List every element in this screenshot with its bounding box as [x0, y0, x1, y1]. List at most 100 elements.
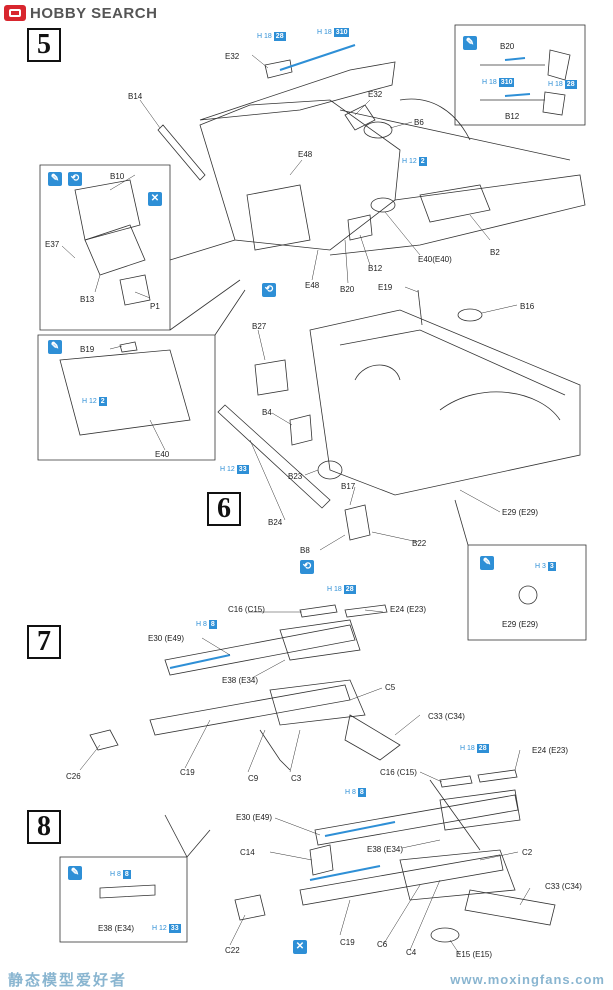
part-c33-8 [464, 889, 556, 926]
hatch-b2 [419, 184, 491, 223]
label-e48-a: E48 [298, 150, 313, 159]
label-c19: C19 [180, 768, 195, 777]
label-c9: C9 [248, 774, 259, 783]
label-p1: P1 [150, 302, 160, 311]
step-number-6: 6 [207, 492, 241, 526]
label-e38: E38 (E34) [222, 676, 259, 685]
label-b4: B4 [262, 408, 272, 417]
label-b12: B12 [368, 264, 383, 273]
label-c33: C33 (C34) [545, 882, 582, 891]
paint-brush-icon: ✎ [480, 556, 494, 570]
inset-box-e38 [59, 856, 188, 943]
label-c19: C19 [340, 938, 355, 947]
part-b4 [289, 414, 313, 446]
part-b14 [157, 124, 206, 181]
label-c6: C6 [377, 940, 388, 949]
step-number-8: 8 [27, 810, 61, 844]
part-b24 [217, 404, 331, 509]
label-b24: B24 [268, 518, 283, 527]
part-e24-8 [477, 769, 518, 783]
label-b27: B27 [252, 322, 267, 331]
label-e48-b: E48 [305, 281, 320, 290]
part-c22 [234, 894, 266, 921]
flip-view-icon: ⟲ [300, 560, 314, 574]
label-c5: C5 [385, 683, 396, 692]
label-e24: E24 (E23) [390, 605, 427, 614]
label-e29-inset: E29 (E29) [502, 620, 539, 629]
part-b27 [254, 359, 289, 396]
paint-brush-icon: ✎ [48, 340, 62, 354]
inset-box-b19 [37, 334, 216, 461]
hull-side [309, 309, 581, 496]
part-e40 [370, 197, 396, 213]
cut-off-icon: ✕ [148, 192, 162, 206]
part-c14 [309, 844, 334, 876]
part-e32-top [264, 59, 293, 79]
gun8-barrel-upper [314, 794, 519, 846]
label-b13: B13 [80, 295, 95, 304]
label-b8: B8 [300, 546, 310, 555]
part-c33 [344, 714, 401, 761]
label-e29: E29 (E29) [502, 508, 539, 517]
label-b12-inset: B12 [505, 112, 520, 121]
label-b20: B20 [340, 285, 355, 294]
label-c4: C4 [406, 948, 417, 957]
step-number-5: 5 [27, 28, 61, 62]
label-b6: B6 [414, 118, 424, 127]
part-b8 [344, 504, 371, 541]
part-e32-mid [344, 104, 376, 131]
label-e32-top: E32 [225, 52, 240, 61]
label-c33: C33 (C34) [428, 712, 465, 721]
label-e40-inset: E40 [155, 450, 170, 459]
part-e15 [430, 927, 460, 943]
step-number-7: 7 [27, 625, 61, 659]
label-c26: C26 [66, 772, 81, 781]
part-c16 [299, 604, 338, 618]
label-c14: C14 [240, 848, 255, 857]
part-b20 [347, 214, 373, 241]
cut-off-icon: ✕ [293, 940, 307, 954]
label-e30: E30 (E49) [236, 813, 273, 822]
logo-text: HOBBY SEARCH [30, 4, 158, 22]
label-e32-mid: E32 [368, 90, 383, 99]
label-b16: B16 [520, 302, 535, 311]
label-c2: C2 [522, 848, 533, 857]
watermark-text: 静态模型爱好者 [8, 971, 128, 989]
paint-brush-icon: ✎ [463, 36, 477, 50]
watermark-url: www.moxingfans.com [450, 971, 605, 987]
watermark: 静态模型爱好者 www.moxingfans.com [0, 968, 613, 990]
label-b2: B2 [490, 248, 500, 257]
turret-ring-arc [399, 98, 471, 141]
hull-upper-body [199, 99, 401, 251]
label-c3: C3 [291, 774, 302, 783]
label-b14: B14 [128, 92, 143, 101]
gun-barrel-lower [149, 684, 351, 736]
gun-barrel-upper [164, 624, 356, 676]
label-e38-inset: E38 (E34) [98, 924, 135, 933]
hull-deck-right [329, 174, 586, 256]
label-b20-inset: B20 [500, 42, 515, 51]
label-e15: E15 (E15) [456, 950, 493, 959]
part-b16 [457, 308, 483, 322]
label-e30: E30 (E49) [148, 634, 185, 643]
site-logo: HOBBY SEARCH [4, 2, 157, 24]
flip-view-icon: ⟲ [68, 172, 82, 186]
label-c16: C16 (C15) [228, 605, 265, 614]
label-b10: B10 [110, 172, 125, 181]
hull-front-plate [199, 61, 396, 121]
label-c22: C22 [225, 946, 240, 955]
logo-icon [4, 5, 26, 21]
gun8-barrel-lower [299, 854, 504, 906]
paint-brush-icon: ✎ [48, 172, 62, 186]
